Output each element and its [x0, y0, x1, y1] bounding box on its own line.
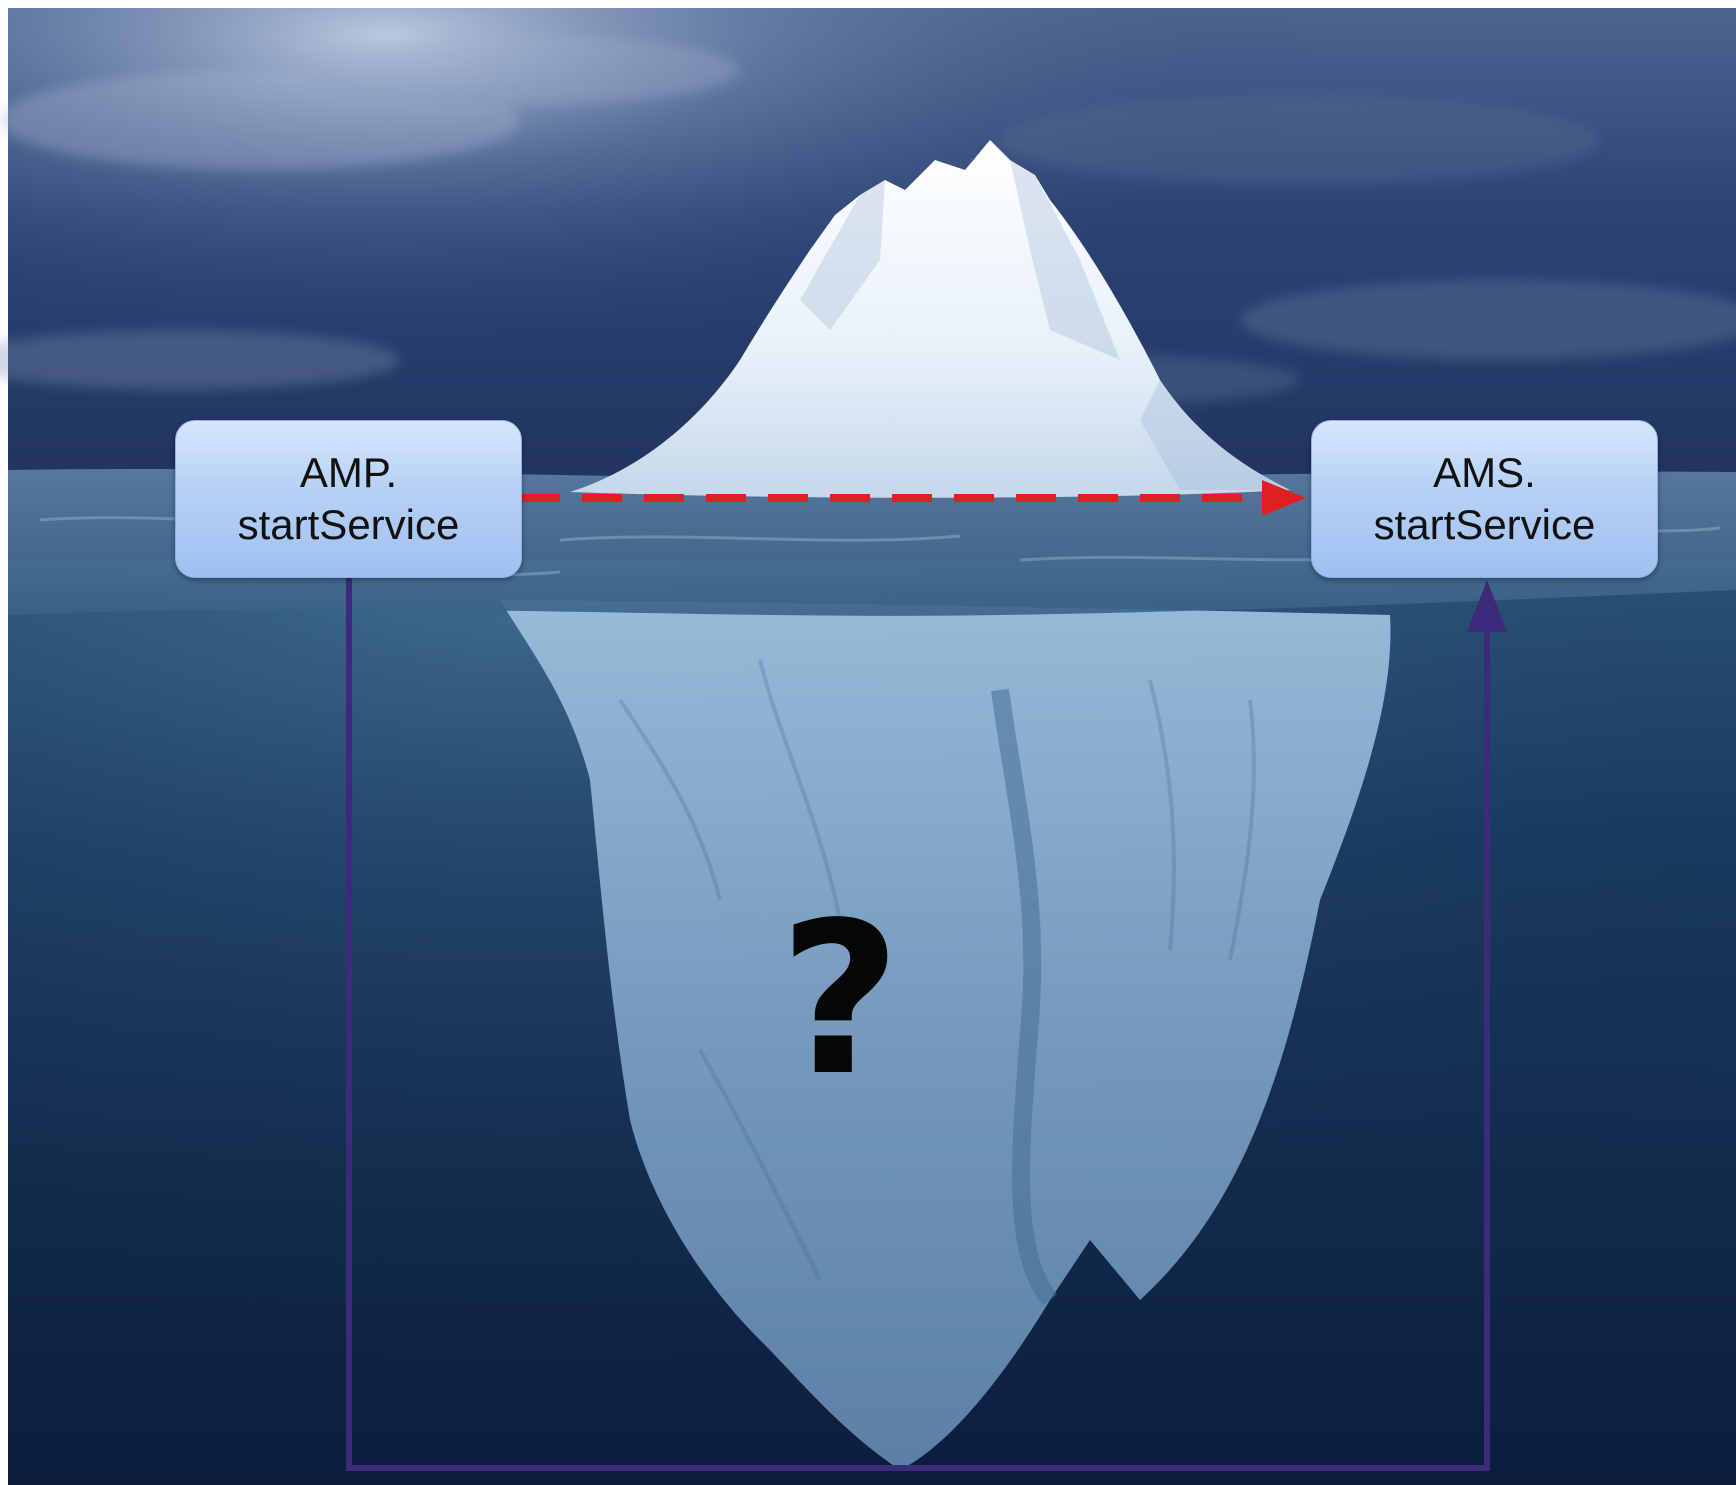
hidden-path-arrowhead [1467, 580, 1507, 632]
hidden-path-connector [346, 576, 1507, 1471]
ams-startservice-node: AMS. startService [1311, 420, 1658, 578]
amp-node-line2: startService [237, 501, 460, 548]
clouds [0, 35, 1736, 405]
ams-node-line1: AMS. [1433, 449, 1536, 496]
iceberg-texture [618, 659, 1256, 1281]
surface-call-connector [520, 480, 1306, 516]
amp-startservice-node: AMP. startService [175, 420, 522, 578]
hidden-question-mark: ? [779, 877, 901, 1122]
amp-node-line1: AMP. [299, 449, 398, 496]
iceberg-crevice [991, 688, 1058, 1306]
ams-node-line2: startService [1373, 501, 1596, 548]
iceberg-peak [570, 140, 1290, 498]
hidden-path-line [346, 576, 1490, 1471]
iceberg-peak-shading [800, 160, 1290, 490]
surface-call-arrowhead [1262, 480, 1306, 516]
iceberg-underwater [500, 600, 1391, 1470]
